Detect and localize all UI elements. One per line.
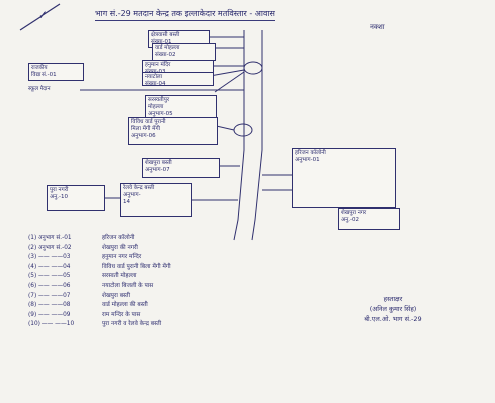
signature-designation: बी.एल.ओ. भाग सं.-29 (364, 315, 422, 323)
legend-text: पुरा नगरी व रेलवे केन्द्र बस्ती (102, 321, 162, 328)
main-road-right-edge (251, 30, 263, 241)
legend-item: (10) —— ——10 पुरा नगरी व रेलवे केन्द्र बस… (28, 320, 328, 330)
area-box-11: हरिजन कॉलोनी अनुभाग-01 (292, 148, 396, 208)
legend-number: (4) —— ——04 (28, 263, 71, 270)
connector-b4 (209, 69, 245, 77)
legend-number: (1) अनुभाग सं.-01 (28, 235, 72, 241)
legend-item: (5) —— ——05 सरस्वती मोहल्ला (28, 272, 328, 282)
legend-item: (4) —— ——04 विविध वार्ड पुरानी बिला मेंगी… (28, 263, 328, 273)
legend-item: (7) —— ——07 शेखपुरा बस्ती (28, 292, 328, 302)
legend-text: वार्ड मोहल्ला की बस्ती (102, 302, 148, 309)
legend-number: (8) —— ——08 (28, 302, 71, 309)
area-box-10: रेलवे केन्द्र बस्ती अनुभाग- 14 (120, 183, 192, 217)
school-label: स्कूल मैदान (28, 86, 51, 92)
junction-circle-middle (233, 123, 253, 137)
legend-item: (3) —— ——03 हनुमान नगर मन्दिर (28, 253, 328, 263)
legend-number: (6) —— ——06 (28, 282, 71, 289)
legend-list: (1) अनुभाग सं.-01 हरिजन कॉलोनी (2) अनुभाग… (28, 234, 328, 330)
connector-b6 (214, 71, 245, 93)
legend-text: सरस्वती मोहल्ला (102, 273, 137, 280)
legend-number: (5) —— ——05 (28, 273, 71, 280)
area-box-8: शेखपुरा बस्ती अनुभाग-07 (142, 158, 220, 178)
legend-number: (10) —— ——10 (28, 321, 75, 328)
legend-item: (2) अनुभाग सं.-02 शेखपुरा की नगरी (28, 244, 328, 254)
page-title: भाग सं.-29 मतदान केन्द्र तक इल्लाकेदार म… (95, 8, 275, 21)
legend-text: हनुमान नगर मन्दिर (102, 254, 142, 261)
legend-number: (2) अनुभाग सं.-02 (28, 244, 72, 251)
area-box-2: वार्ड मोहल्ला संख्या-02 (152, 43, 216, 61)
pen-stroke (19, 3, 61, 31)
legend-text: शेखपुरा की नगरी (102, 244, 138, 251)
legend-item: (9) —— ——09 राम मन्दिर के पास (28, 311, 328, 321)
page-subtitle: नक्शा (370, 23, 385, 31)
legend-item: (1) अनुभाग सं.-01 हरिजन कॉलोनी (28, 234, 328, 244)
area-box-12: शेखपुरा नगर अनु.-02 (338, 208, 400, 230)
junction-circle-top (243, 61, 263, 75)
signature-name: (अनिल कुमार सिंह) (369, 305, 417, 313)
area-box-4: नयाटोला संख्या-04 (142, 72, 214, 86)
legend-number: (9) —— ——09 (28, 311, 71, 318)
signature-block: हस्ताक्षर (अनिल कुमार सिंह) बी.एल.ओ. भाग… (338, 294, 448, 324)
legend-text: नयाटोला बिजली के पास (102, 282, 154, 289)
legend-text: विविध वार्ड पुरानी बिला मेंगी मेंगी (102, 263, 171, 270)
legend-item: (6) —— ——06 नयाटोला बिजली के पास (28, 282, 328, 292)
legend-number: (7) —— ——07 (28, 292, 71, 299)
area-box-5: राजकीय विद्या सं.-01 (28, 63, 84, 81)
area-box-7: विविध वार्ड पुरानी मिला मेंगी मेंगी अनुभ… (128, 117, 218, 145)
signature-line: हस्ताक्षर (383, 295, 403, 303)
area-box-9: पुरा नगरी अनु.-10 (47, 185, 105, 211)
legend-text: हरिजन कॉलोनी (102, 235, 135, 241)
legend-number: (3) —— ——03 (28, 254, 71, 261)
legend-text: शेखपुरा बस्ती (102, 292, 131, 299)
legend-item: (8) —— ——08 वार्ड मोहल्ला की बस्ती (28, 301, 328, 311)
legend-text: राम मन्दिर के पास (102, 311, 141, 318)
